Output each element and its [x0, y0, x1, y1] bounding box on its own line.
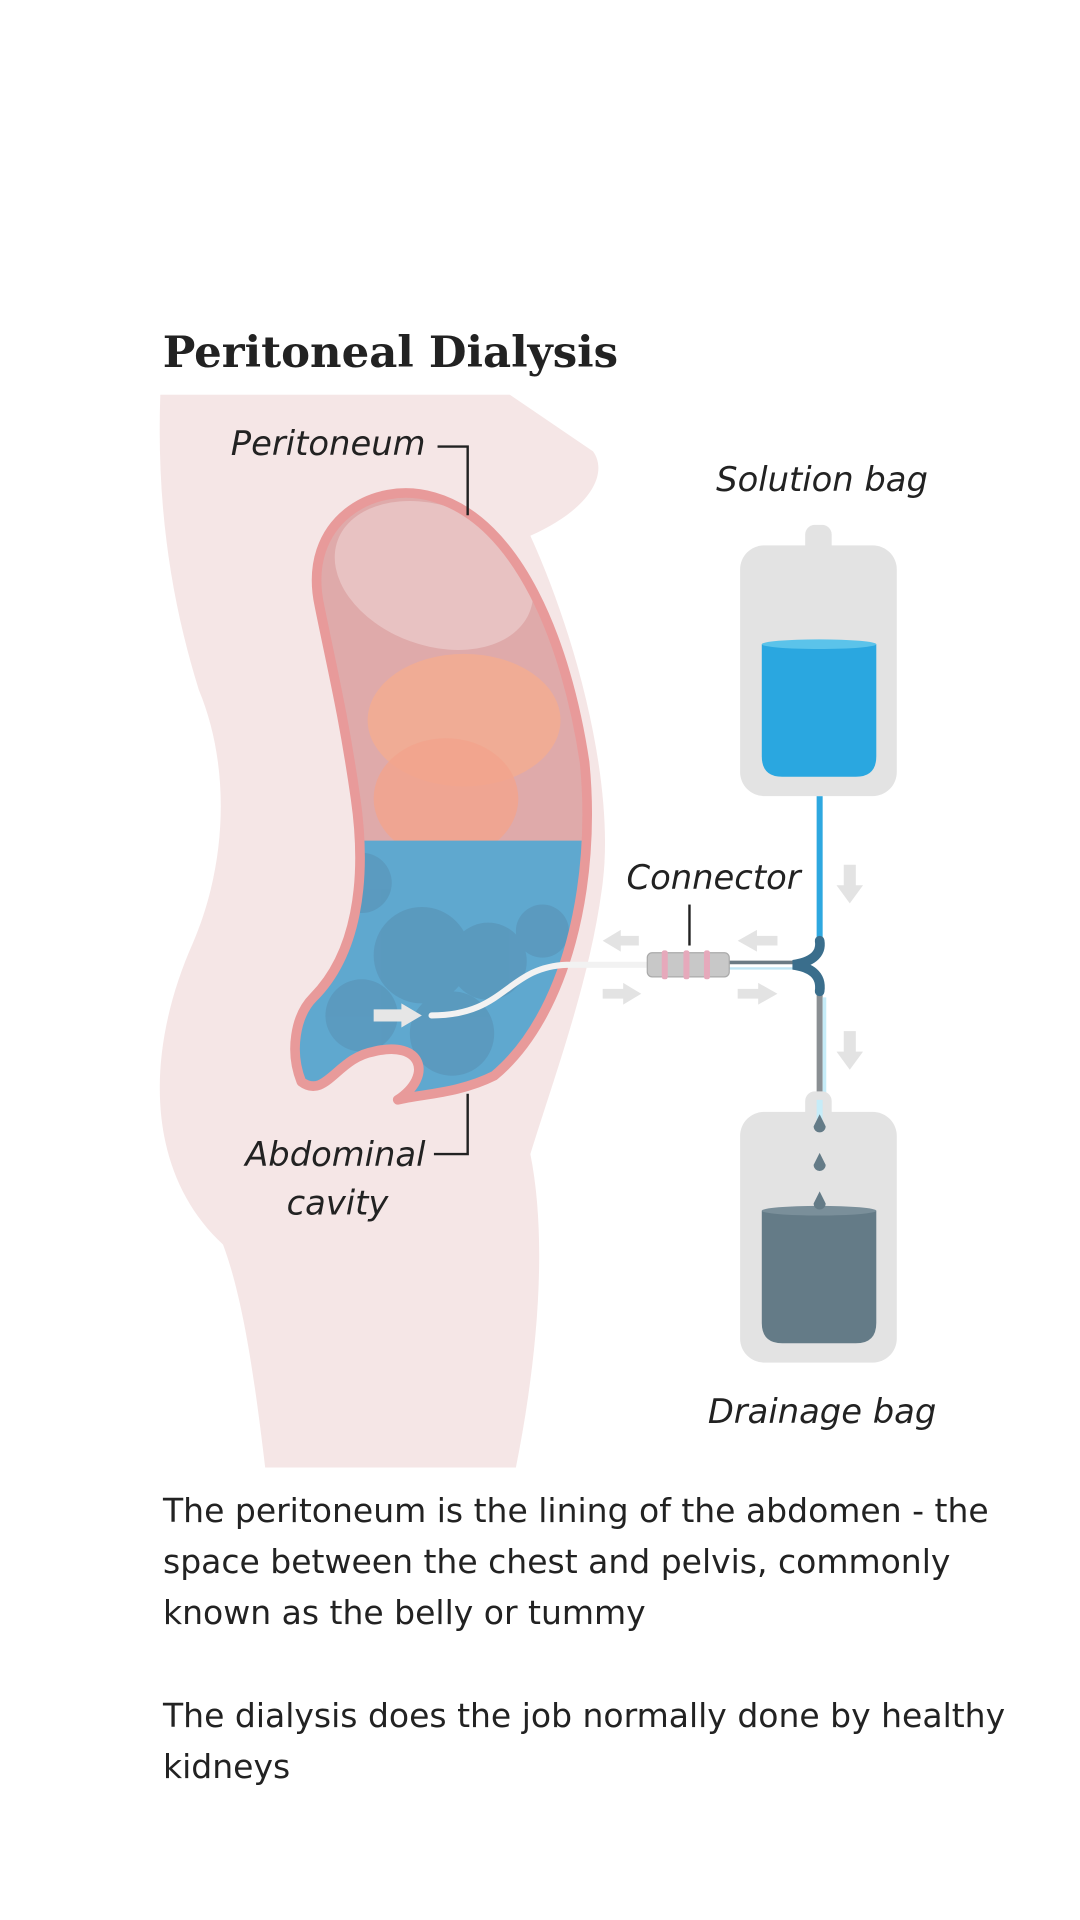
arrow-left-icon — [737, 929, 778, 952]
abdominal-leader-line — [433, 1093, 469, 1156]
arrow-down-icon — [836, 864, 864, 904]
flow-arrows — [602, 864, 864, 1070]
catheter-tube — [428, 961, 654, 1019]
arrow-right-icon — [737, 982, 778, 1005]
arrow-left-icon — [602, 929, 639, 952]
abdominal-cavity-label-line1: Abdominal — [243, 1135, 426, 1174]
peritoneum-label: Peritoneum — [231, 424, 426, 463]
connector-icon — [646, 950, 730, 980]
drainage-bag — [740, 1091, 897, 1363]
peritoneum-leader-line — [437, 445, 469, 516]
caption-dialysis: The dialysis does the job normally done … — [163, 1696, 1006, 1786]
inflow-arrow-icon — [373, 1003, 422, 1028]
solution-bag-label: Solution bag — [716, 460, 928, 499]
connector-label: Connector — [627, 858, 803, 897]
peritoneum-outline — [290, 488, 592, 1105]
caption-peritoneum: The peritoneum is the lining of the abdo… — [163, 1491, 989, 1632]
page-title: Peritoneal Dialysis — [163, 327, 618, 378]
drip-drops-icon — [813, 1114, 826, 1210]
arrow-right-icon — [602, 982, 642, 1005]
drainage-bag-label: Drainage bag — [708, 1392, 936, 1431]
y-junction — [792, 935, 825, 997]
arrow-down-icon — [836, 1031, 864, 1070]
abdominal-cavity-label-line2: cavity — [287, 1183, 390, 1222]
solution-bag — [740, 524, 897, 797]
